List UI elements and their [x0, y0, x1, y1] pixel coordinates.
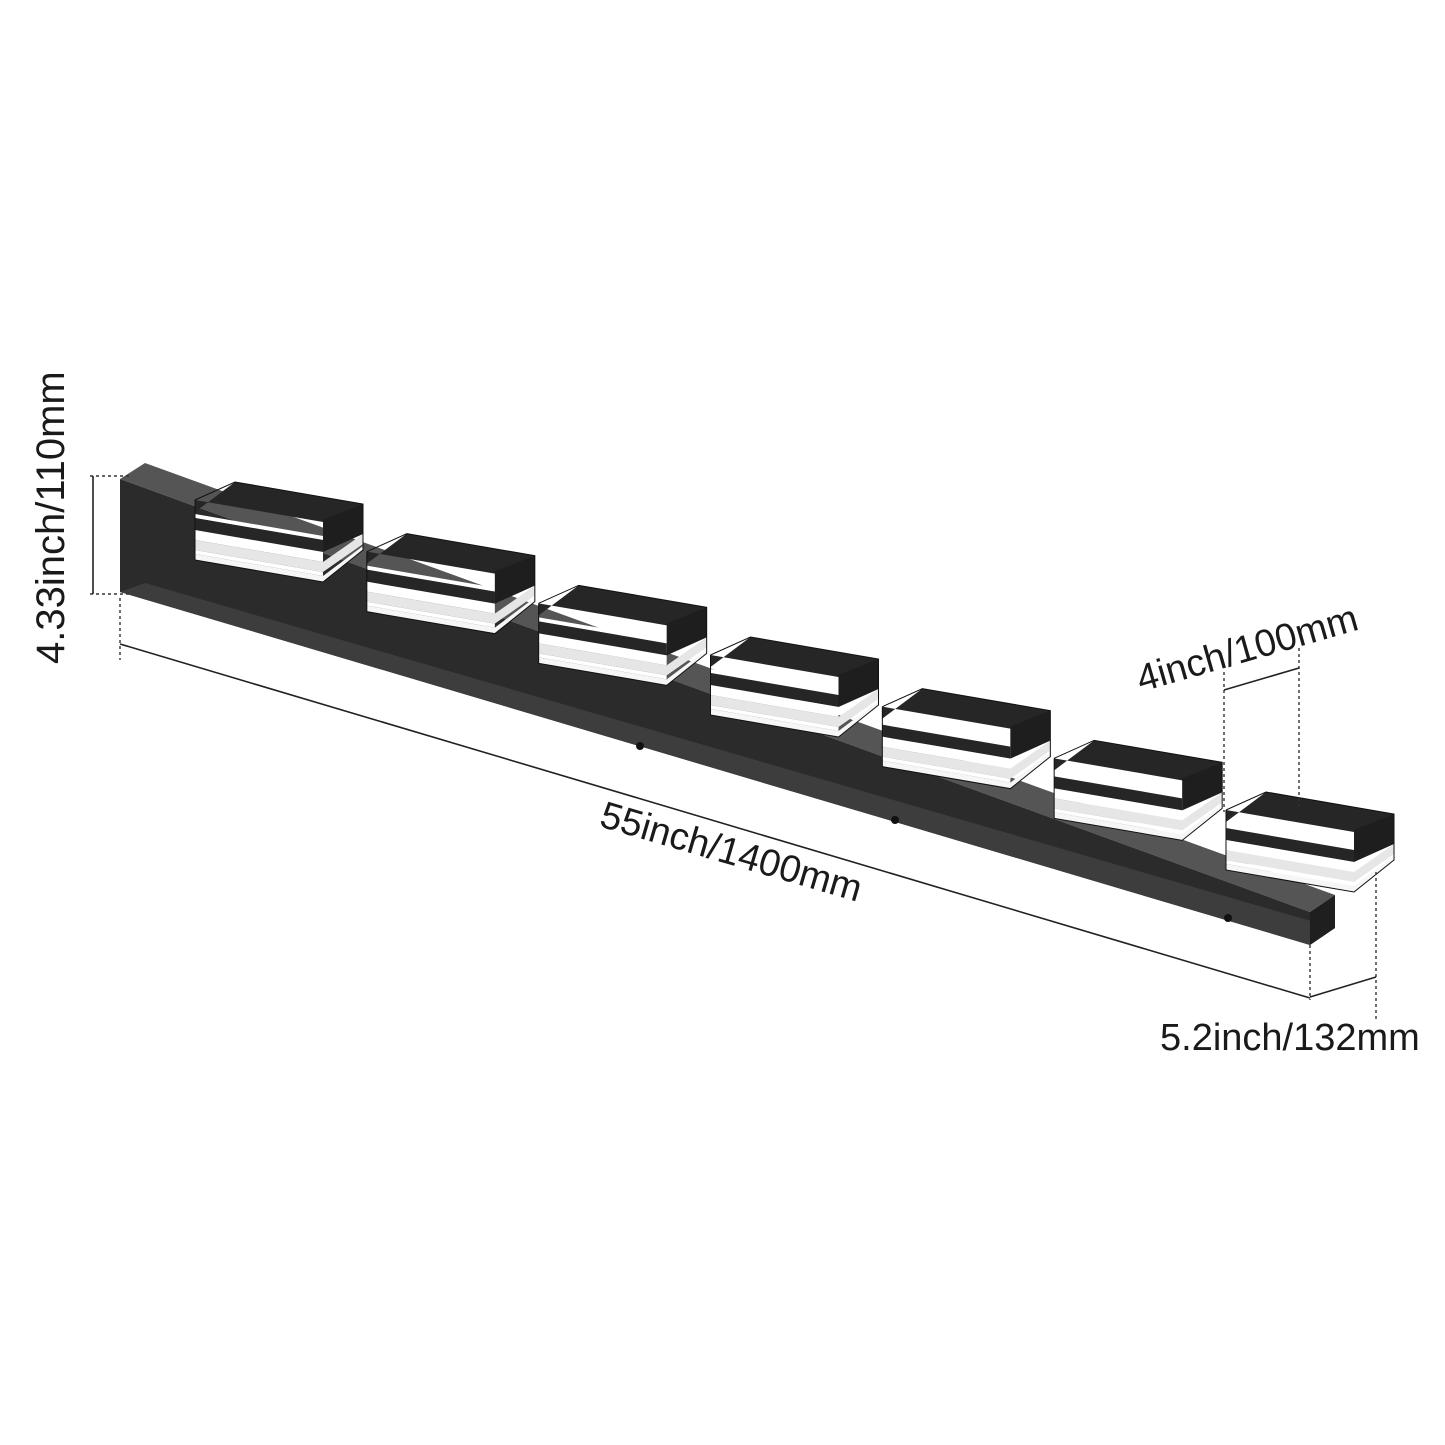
shade-part: [195, 550, 323, 576]
backplate-end-face: [1310, 895, 1335, 945]
shade-part: [1054, 772, 1183, 799]
shade-part: [366, 565, 495, 592]
shade-part: [882, 720, 1011, 747]
shade-width-label: 4inch/100mm: [1132, 597, 1363, 700]
shade-part: [366, 581, 495, 614]
depth-dimension: 5.2inch/132mm: [1160, 872, 1420, 1059]
length-label: 55inch/1400mm: [595, 794, 866, 910]
shade-part: [538, 649, 707, 686]
shade-outline: [710, 636, 879, 738]
screw-icon: [1224, 914, 1232, 922]
shade-part: [366, 569, 495, 604]
shade-part: [1226, 824, 1354, 850]
shade-part: [366, 585, 535, 624]
shade-part: [1226, 828, 1354, 862]
light-shade: [366, 533, 536, 635]
shade-part: [710, 669, 839, 695]
shade-part: [195, 482, 363, 522]
light-shade: [881, 688, 1051, 790]
light-shade: [538, 584, 708, 686]
shade-part: [538, 637, 707, 676]
shade-part: [366, 597, 535, 634]
shade-part: [538, 621, 667, 656]
shade-part: [710, 673, 839, 707]
shade-outline: [881, 688, 1051, 790]
shade-part: [1182, 762, 1223, 811]
shade-outline: [1225, 791, 1395, 893]
shade-part: [710, 637, 879, 677]
shade-outline: [366, 533, 536, 635]
shade-part: [538, 585, 707, 626]
light-shade: [710, 636, 879, 738]
height-label: 4.33inch/110mm: [29, 371, 73, 664]
depth-label: 5.2inch/132mm: [1160, 1017, 1420, 1059]
shade-outline: [1053, 739, 1223, 841]
shade-part: [538, 653, 667, 680]
light-shade: [1053, 739, 1223, 841]
shade-part: [666, 607, 707, 656]
shade-part: [366, 601, 495, 628]
shade-part: [195, 518, 323, 552]
shade-part: [882, 724, 1011, 759]
shade-part: [1054, 792, 1223, 831]
shade-part: [1226, 840, 1354, 872]
shade-outline: [538, 584, 708, 686]
light-shades: [194, 481, 1395, 893]
shade-part: [1226, 860, 1354, 886]
shade-part: [195, 546, 363, 582]
shade-part: [710, 685, 839, 717]
shade-part: [1226, 792, 1394, 832]
shade-part: [1054, 788, 1183, 821]
shade-part: [323, 504, 363, 552]
shade-part: [710, 705, 839, 731]
screw-icon: [636, 742, 644, 750]
shade-part: [882, 740, 1051, 779]
shade-part: [1010, 710, 1051, 759]
shade-part: [838, 659, 879, 707]
shade-part: [494, 555, 535, 604]
screw-icon: [891, 816, 899, 824]
shade-part: [882, 756, 1011, 783]
shade-part: [195, 530, 323, 562]
shade-part: [882, 688, 1051, 729]
shade-width-dimension: 4inch/100mm: [1132, 597, 1363, 812]
shade-part: [195, 514, 323, 540]
backplate-bottom-edge: [120, 583, 1335, 945]
shade-outline: [194, 481, 364, 583]
shade-part: [1054, 808, 1183, 835]
shade-part: [882, 736, 1011, 769]
shade-part: [1226, 844, 1394, 882]
shade-part: [1054, 740, 1223, 781]
light-shade: [194, 481, 364, 583]
shade-part: [882, 752, 1051, 789]
shade-part: [1054, 776, 1183, 811]
shade-part: [1054, 804, 1223, 841]
shade-part: [710, 689, 879, 727]
shade-part: [538, 617, 667, 644]
shade-part: [1354, 814, 1394, 862]
shade-part: [538, 633, 667, 666]
light-shade: [1225, 791, 1395, 893]
shade-part: [195, 534, 363, 572]
shade-part: [710, 701, 879, 737]
shade-part: [1226, 856, 1394, 892]
height-dimension: 4.33inch/110mm: [29, 371, 130, 664]
shade-part: [366, 533, 535, 574]
